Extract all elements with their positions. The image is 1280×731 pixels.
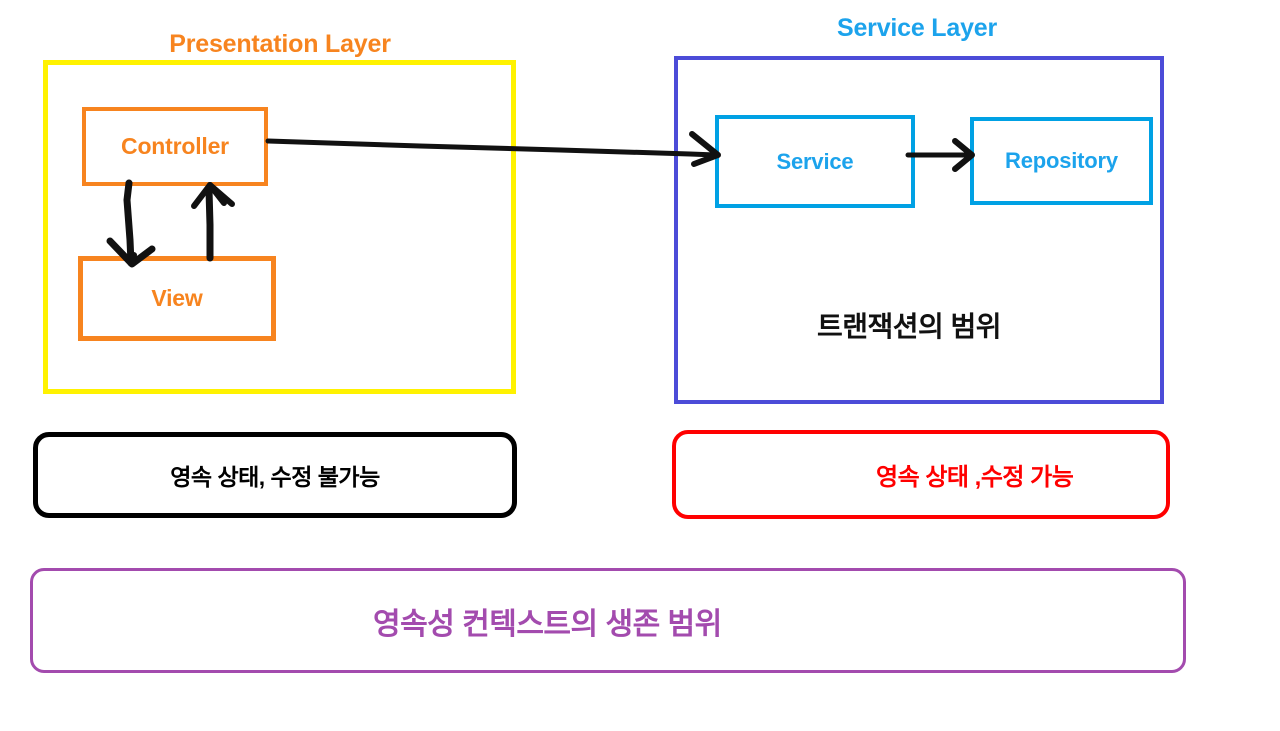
transaction-scope-caption: 트랜잭션의 범위 (816, 311, 1002, 342)
node-view-label: View (151, 285, 203, 311)
note-persistent-readonly-text: 영속 상태, 수정 불가능 (170, 464, 380, 490)
note-persistent-editable-text: 영속 상태 ,수정 가능 (876, 464, 1074, 491)
note-persistence-context-scope: 영속성 컨텍스트의 생존 범위 (30, 568, 1186, 673)
note-persistent-readonly: 영속 상태, 수정 불가능 (33, 432, 517, 518)
service-layer-container (674, 56, 1164, 404)
node-view[interactable]: View (78, 256, 276, 341)
service-layer-title: Service Layer (836, 14, 998, 42)
node-repository-label: Repository (1005, 148, 1118, 173)
node-repository[interactable]: Repository (970, 117, 1153, 205)
note-persistence-context-scope-text: 영속성 컨텍스트의 생존 범위 (373, 607, 722, 641)
presentation-layer-title: Presentation Layer (169, 30, 391, 58)
node-service-label: Service (776, 148, 854, 174)
node-controller-label: Controller (121, 133, 229, 159)
node-service[interactable]: Service (715, 115, 915, 208)
note-persistent-editable: 영속 상태 ,수정 가능 (672, 430, 1170, 519)
node-controller[interactable]: Controller (82, 107, 268, 186)
presentation-layer-container (43, 60, 516, 394)
